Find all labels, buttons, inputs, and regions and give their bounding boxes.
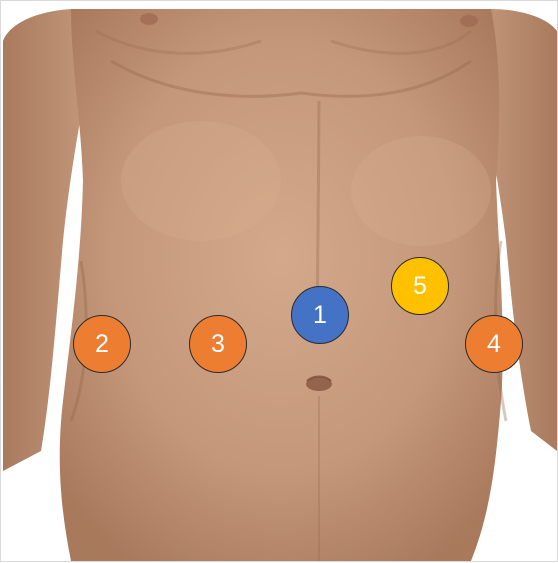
- marker-1[interactable]: 1: [291, 286, 349, 344]
- marker-5[interactable]: 5: [391, 257, 449, 315]
- marker-4[interactable]: 4: [465, 315, 523, 373]
- marker-2[interactable]: 2: [73, 315, 131, 373]
- left-nipple: [140, 13, 158, 25]
- right-nipple: [460, 15, 478, 27]
- marker-3[interactable]: 3: [189, 315, 247, 373]
